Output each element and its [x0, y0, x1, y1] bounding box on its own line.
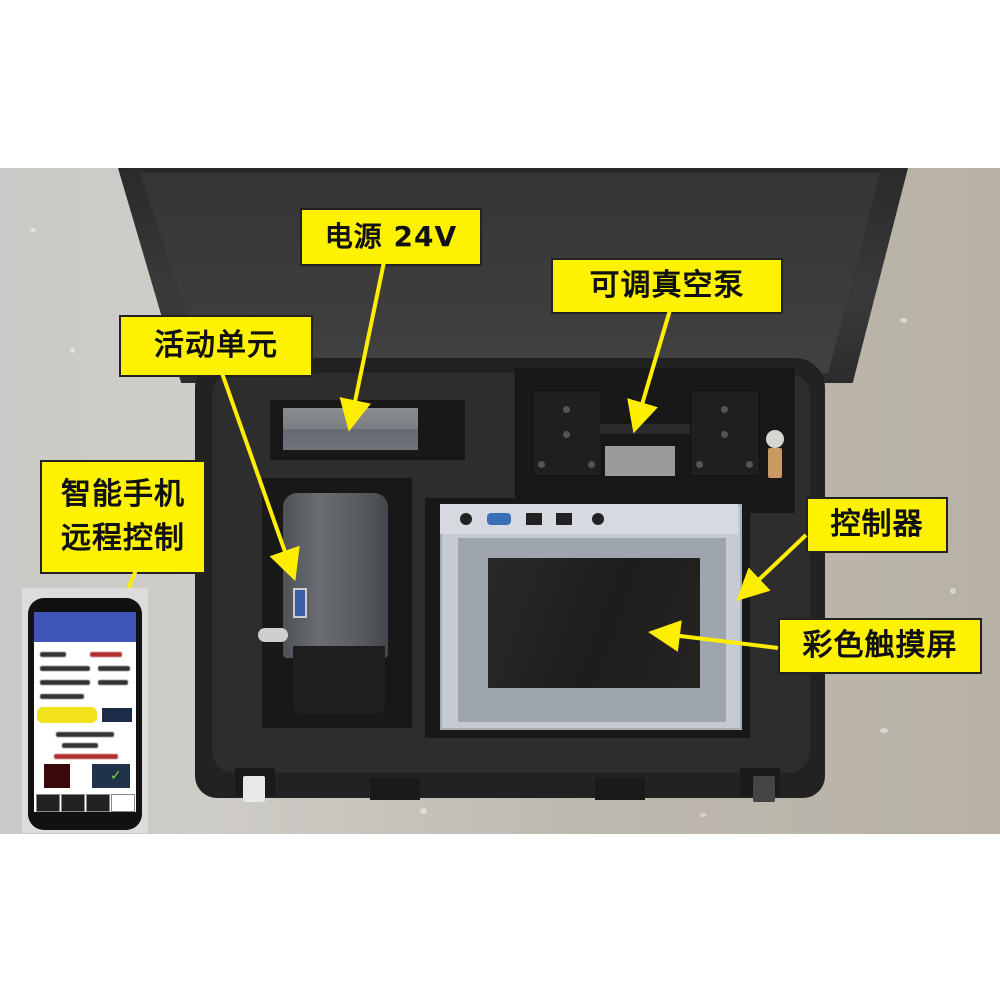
blurred-text: [40, 694, 84, 699]
label-smartphone-remote: 智能手机 远程控制: [40, 460, 206, 574]
label-power-supply: 电源 24V: [300, 208, 482, 266]
floor-speck: [420, 808, 427, 814]
active-unit-cylinder: [283, 493, 388, 658]
bottle-cap: [766, 430, 784, 448]
controller-port-strip: [440, 504, 738, 534]
app-status-pill: [37, 707, 97, 723]
label-smartphone-line1: 智能手机: [61, 476, 185, 512]
pump-head-right: [690, 390, 760, 476]
check-icon: ✓: [110, 768, 122, 784]
power-port: [460, 513, 472, 525]
label-controller: 控制器: [806, 497, 948, 553]
case-latch: [753, 776, 775, 802]
blurred-text: [90, 652, 122, 657]
label-vacuum-pump: 可调真空泵: [551, 258, 783, 314]
app-ok-badge: [102, 708, 132, 722]
vga-port: [487, 513, 511, 525]
hose-fitting: [258, 628, 288, 642]
floor-speck: [30, 228, 36, 232]
blurred-text: [40, 652, 66, 657]
blurred-text: [62, 743, 98, 748]
case-foot: [370, 778, 420, 800]
power-supply-unit: [283, 408, 418, 450]
label-touchscreen: 彩色触摸屏: [778, 618, 982, 674]
blurred-text: [98, 666, 130, 671]
toolbar-icon: [111, 794, 135, 812]
pump-shaft: [600, 424, 690, 434]
blurred-text: [98, 680, 128, 685]
floor-speck: [950, 588, 956, 594]
pump-motor: [605, 446, 675, 476]
cylinder-base: [293, 646, 385, 714]
usb-port: [526, 513, 542, 525]
case-foot: [595, 778, 645, 800]
case-latch: [243, 776, 265, 802]
product-photo: [0, 168, 1000, 834]
blurred-text: [54, 754, 118, 759]
smartphone-screen: ✓: [34, 612, 136, 812]
toolbar-icon: [61, 794, 85, 812]
color-touchscreen: [488, 558, 700, 688]
app-indicator-red: [44, 764, 70, 788]
app-ok-button: [92, 764, 130, 788]
usb-port: [556, 513, 572, 525]
pump-head-left: [532, 390, 602, 476]
floor-speck: [900, 318, 907, 323]
audio-port: [592, 513, 604, 525]
app-header-bar: [34, 612, 136, 642]
label-active-unit: 活动单元: [119, 315, 313, 377]
blurred-text: [56, 732, 114, 737]
serial-connector: [293, 588, 307, 618]
blurred-text: [40, 680, 90, 685]
toolbar-icon: [86, 794, 110, 812]
floor-speck: [880, 728, 888, 733]
sample-bottle: [768, 448, 782, 478]
floor-speck: [700, 813, 706, 817]
blurred-text: [40, 666, 90, 671]
label-smartphone-line2: 远程控制: [61, 521, 185, 556]
toolbar-icon: [36, 794, 60, 812]
floor-speck: [70, 348, 75, 353]
